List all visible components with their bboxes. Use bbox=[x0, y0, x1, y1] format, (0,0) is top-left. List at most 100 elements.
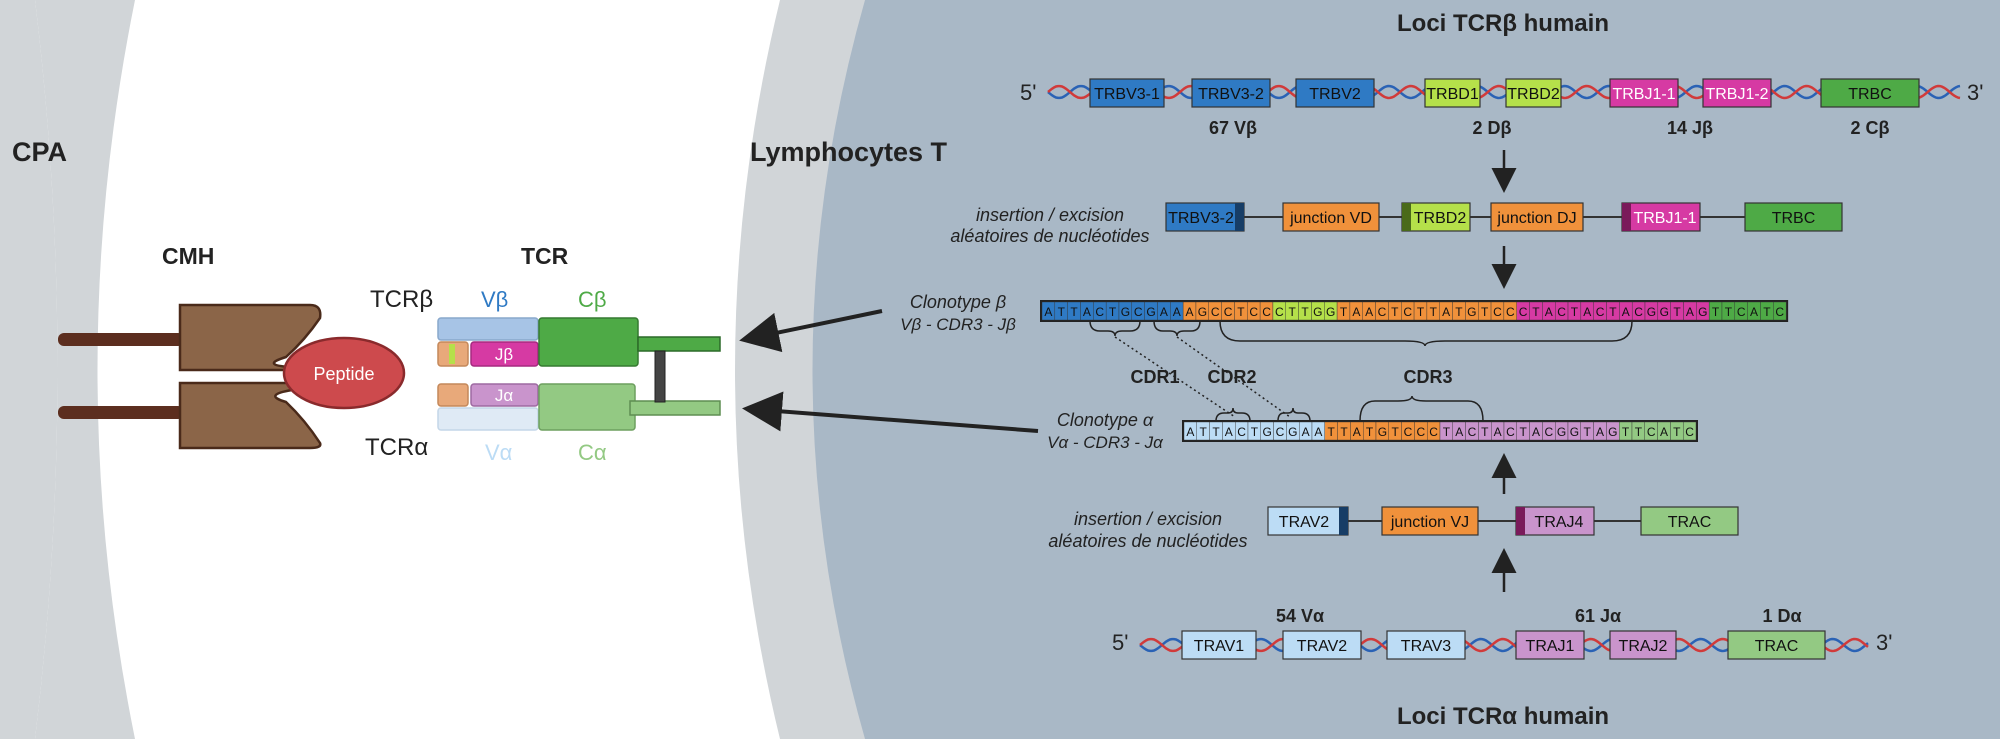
alpha-seq-base: T bbox=[1443, 425, 1451, 439]
c-alpha-label: Cα bbox=[578, 440, 607, 465]
alpha-seq-base: A bbox=[1494, 425, 1502, 439]
beta-seq-base: T bbox=[1532, 305, 1540, 319]
alpha-seq-base: C bbox=[1468, 425, 1477, 439]
disulfide-bridge bbox=[654, 350, 666, 403]
beta-gene-trbv3-2: TRBV3-2 bbox=[1191, 78, 1271, 108]
beta-seq-base: A bbox=[1044, 305, 1052, 319]
peptide-label: Peptide bbox=[313, 364, 374, 384]
beta-seq-base: C bbox=[1249, 305, 1258, 319]
tcr-beta-label: TCRβ bbox=[370, 286, 433, 313]
alpha-seq-base: A bbox=[1532, 425, 1540, 439]
beta-gene-label: TRBC bbox=[1848, 86, 1892, 103]
beta-seq-base: C bbox=[1403, 305, 1412, 319]
alpha-seq-base: T bbox=[1584, 425, 1592, 439]
beta-seq-base: A bbox=[1750, 305, 1758, 319]
alpha-gene-label: TRAJ2 bbox=[1619, 638, 1668, 655]
beta-count-d: 2 Dβ bbox=[1473, 118, 1512, 138]
beta-seq-base: C bbox=[1262, 305, 1271, 319]
alpha-segment-label: TRAV2 bbox=[1279, 514, 1329, 531]
beta-count-j: 14 Jβ bbox=[1667, 118, 1713, 138]
beta-seq-base: A bbox=[1365, 305, 1373, 319]
beta-seq-base: T bbox=[1058, 305, 1066, 319]
beta-seq-base: C bbox=[1557, 305, 1566, 319]
beta-seq-base: T bbox=[1712, 305, 1720, 319]
alpha-gene-trav1: TRAV1 bbox=[1181, 630, 1257, 660]
alpha-segment-traj4: TRAJ4 bbox=[1515, 506, 1595, 536]
peptide: Peptide bbox=[282, 336, 406, 410]
beta-seq-base: C bbox=[1378, 305, 1387, 319]
alpha-seq-base: T bbox=[1200, 425, 1208, 439]
alpha-gene-trac: TRAC bbox=[1727, 630, 1826, 660]
alpha-note-line2: aléatoires de nucléotides bbox=[1048, 531, 1247, 551]
beta-gene-label: TRBD2 bbox=[1507, 86, 1560, 103]
v-alpha-domain bbox=[437, 407, 539, 431]
beta-gene-label: TRBJ1-1 bbox=[1612, 86, 1675, 103]
alpha-seq-base: T bbox=[1392, 425, 1400, 439]
beta-three-prime: 3' bbox=[1967, 80, 1983, 105]
beta-gene-label: TRBV3-2 bbox=[1198, 86, 1264, 103]
beta-seq-base: T bbox=[1571, 305, 1579, 319]
alpha-segment-label: TRAC bbox=[1668, 514, 1712, 531]
beta-seq-base: T bbox=[1340, 305, 1348, 319]
beta-seq-base: T bbox=[1609, 305, 1617, 319]
alpha-five-prime: 5' bbox=[1112, 630, 1128, 655]
alpha-segment-trac: TRAC bbox=[1640, 506, 1739, 536]
alpha-seq-base: T bbox=[1328, 425, 1336, 439]
alpha-gene-label: TRAV1 bbox=[1194, 638, 1244, 655]
beta-gene-trbv3-1: TRBV3-1 bbox=[1089, 78, 1165, 108]
alpha-seq-base: G bbox=[1570, 425, 1579, 439]
beta-seq-base: T bbox=[1673, 305, 1681, 319]
beta-seq-base: G bbox=[1198, 305, 1207, 319]
beta-seq-base: C bbox=[1211, 305, 1220, 319]
beta-seq-base: G bbox=[1313, 305, 1322, 319]
cmh-label: CMH bbox=[162, 243, 214, 269]
alpha-seq-base: T bbox=[1520, 425, 1528, 439]
alpha-seq-base: C bbox=[1276, 425, 1285, 439]
j-alpha-domain bbox=[470, 383, 539, 407]
beta-seq-base: T bbox=[1301, 305, 1309, 319]
alpha-count-v: 54 Vα bbox=[1276, 606, 1324, 626]
tcr-alpha-label: TCRα bbox=[365, 434, 428, 461]
beta-seq-base: A bbox=[1083, 305, 1091, 319]
tcr-label: TCR bbox=[521, 243, 569, 269]
alpha-seq-base: T bbox=[1673, 425, 1681, 439]
beta-seq-cell bbox=[1773, 301, 1787, 321]
beta-seq-base: T bbox=[1391, 305, 1399, 319]
alpha-segment-label: TRAJ4 bbox=[1535, 514, 1584, 531]
beta-seq-base: C bbox=[1095, 305, 1104, 319]
beta-seq-base: T bbox=[1289, 305, 1297, 319]
beta-segment-trbv3-2: TRBV3-2 bbox=[1165, 202, 1245, 232]
cdr3-label: CDR3 bbox=[1403, 367, 1452, 387]
cdr1-brace-alpha bbox=[1215, 407, 1251, 422]
beta-seq-base: A bbox=[1442, 305, 1450, 319]
alpha-seq-base: C bbox=[1404, 425, 1413, 439]
beta-seq-base: C bbox=[1634, 305, 1643, 319]
beta-gene-trbj1-1: TRBJ1-1 bbox=[1609, 78, 1679, 108]
j-beta-label: Jβ bbox=[495, 345, 514, 364]
alpha-gene-traj1: TRAJ1 bbox=[1515, 630, 1585, 660]
beta-seq-base: C bbox=[1506, 305, 1515, 319]
beta-seq-base: C bbox=[1775, 305, 1784, 319]
alpha-seq-base: G bbox=[1608, 425, 1617, 439]
beta-seq-base: T bbox=[1417, 305, 1425, 319]
alpha-seq-base: A bbox=[1225, 425, 1233, 439]
beta-gene-trbd2: TRBD2 bbox=[1505, 78, 1562, 108]
j-alpha-label: Jα bbox=[495, 386, 514, 405]
beta-segment-trbj1-1: TRBJ1-1 bbox=[1621, 202, 1701, 232]
c-beta-label: Cβ bbox=[578, 287, 607, 312]
beta-seq-base: G bbox=[1660, 305, 1669, 319]
beta-seq-base: A bbox=[1173, 305, 1181, 319]
alpha-seq-base: T bbox=[1622, 425, 1630, 439]
apc-membrane-band bbox=[0, 0, 58, 739]
beta-segment-trbd2: TRBD2 bbox=[1401, 202, 1471, 232]
alpha-seq-cell bbox=[1682, 421, 1697, 441]
beta-seq-base: T bbox=[1763, 305, 1771, 319]
alpha-seq-base: T bbox=[1635, 425, 1643, 439]
alpha-count-d: 1 Dα bbox=[1762, 606, 1801, 626]
alpha-seq-base: G bbox=[1557, 425, 1566, 439]
c-alpha-domain bbox=[538, 383, 636, 431]
